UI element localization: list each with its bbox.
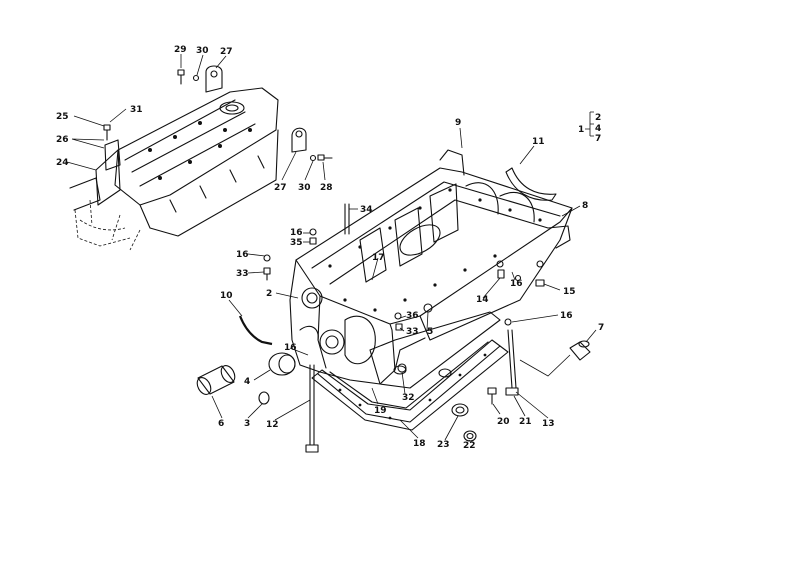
long-bolt-12 — [305, 364, 319, 453]
label-30: 30 — [298, 183, 311, 193]
label-16: 16 — [236, 250, 249, 260]
oil-seal — [268, 352, 296, 376]
bearing-half-ring — [505, 167, 557, 201]
label-2: 2 — [266, 289, 272, 299]
label-11: 11 — [532, 137, 545, 147]
plug — [258, 391, 270, 405]
dipstick-tube — [238, 315, 273, 346]
label-36: 36 — [406, 311, 419, 321]
label-16: 16 — [284, 343, 297, 353]
label-17: 17 — [372, 253, 385, 263]
label-33: 33 — [406, 327, 419, 337]
label-12: 12 — [266, 420, 279, 430]
label-10: 10 — [220, 291, 233, 301]
label-34: 34 — [360, 205, 373, 215]
label-16: 16 — [510, 279, 523, 289]
breather-plug — [569, 340, 591, 361]
long-bolt-13 — [505, 329, 519, 396]
crankcase-block — [289, 149, 573, 385]
lifting-eye-upper — [205, 65, 223, 93]
label-33: 33 — [236, 269, 249, 279]
head-small-parts — [103, 69, 333, 162]
label-3: 3 — [244, 419, 250, 429]
label-15: 15 — [563, 287, 576, 297]
label-21: 21 — [519, 417, 532, 427]
cylinder-head-assembly — [69, 87, 279, 251]
label-4: 4 — [244, 377, 250, 387]
oil-pan-gasket — [311, 339, 509, 431]
label-16: 16 — [290, 228, 303, 238]
label-30: 30 — [196, 46, 209, 56]
part-labels: 29 30 27 31 25 26 24 27 30 28 9 11 8 34 … — [56, 45, 604, 451]
label-18: 18 — [413, 439, 426, 449]
label-20: 20 — [497, 417, 510, 427]
label-22: 22 — [463, 441, 476, 451]
legend-key: 1 2 4 7 — [578, 111, 601, 144]
sleeve — [196, 365, 236, 395]
label-23: 23 — [437, 440, 450, 450]
drain-parts — [451, 387, 497, 442]
label-7: 7 — [598, 323, 604, 333]
label-29: 29 — [174, 45, 187, 55]
legend-key-right-bottom: 7 — [595, 134, 601, 144]
label-27: 27 — [274, 183, 287, 193]
leaders-main — [211, 127, 597, 442]
label-35: 35 — [290, 238, 303, 248]
label-31: 31 — [130, 105, 143, 115]
label-32: 32 — [402, 393, 415, 403]
label-5: 5 — [427, 327, 433, 337]
lifting-eye-right — [291, 127, 307, 153]
label-8: 8 — [582, 201, 588, 211]
legend-key-right-mid: 4 — [595, 124, 601, 134]
label-24: 24 — [56, 158, 69, 168]
label-19: 19 — [374, 406, 387, 416]
legend-key-right-top: 2 — [595, 113, 601, 123]
legend-key-left: 1 — [578, 125, 584, 135]
label-25: 25 — [56, 112, 69, 122]
label-16: 16 — [560, 311, 573, 321]
label-27: 27 — [220, 47, 233, 57]
label-9: 9 — [455, 118, 461, 128]
leaders-head — [66, 54, 326, 181]
stud-34 — [344, 203, 350, 235]
label-28: 28 — [320, 183, 333, 193]
label-6: 6 — [218, 419, 224, 429]
label-14: 14 — [476, 295, 489, 305]
label-26: 26 — [56, 135, 69, 145]
label-13: 13 — [542, 419, 555, 429]
